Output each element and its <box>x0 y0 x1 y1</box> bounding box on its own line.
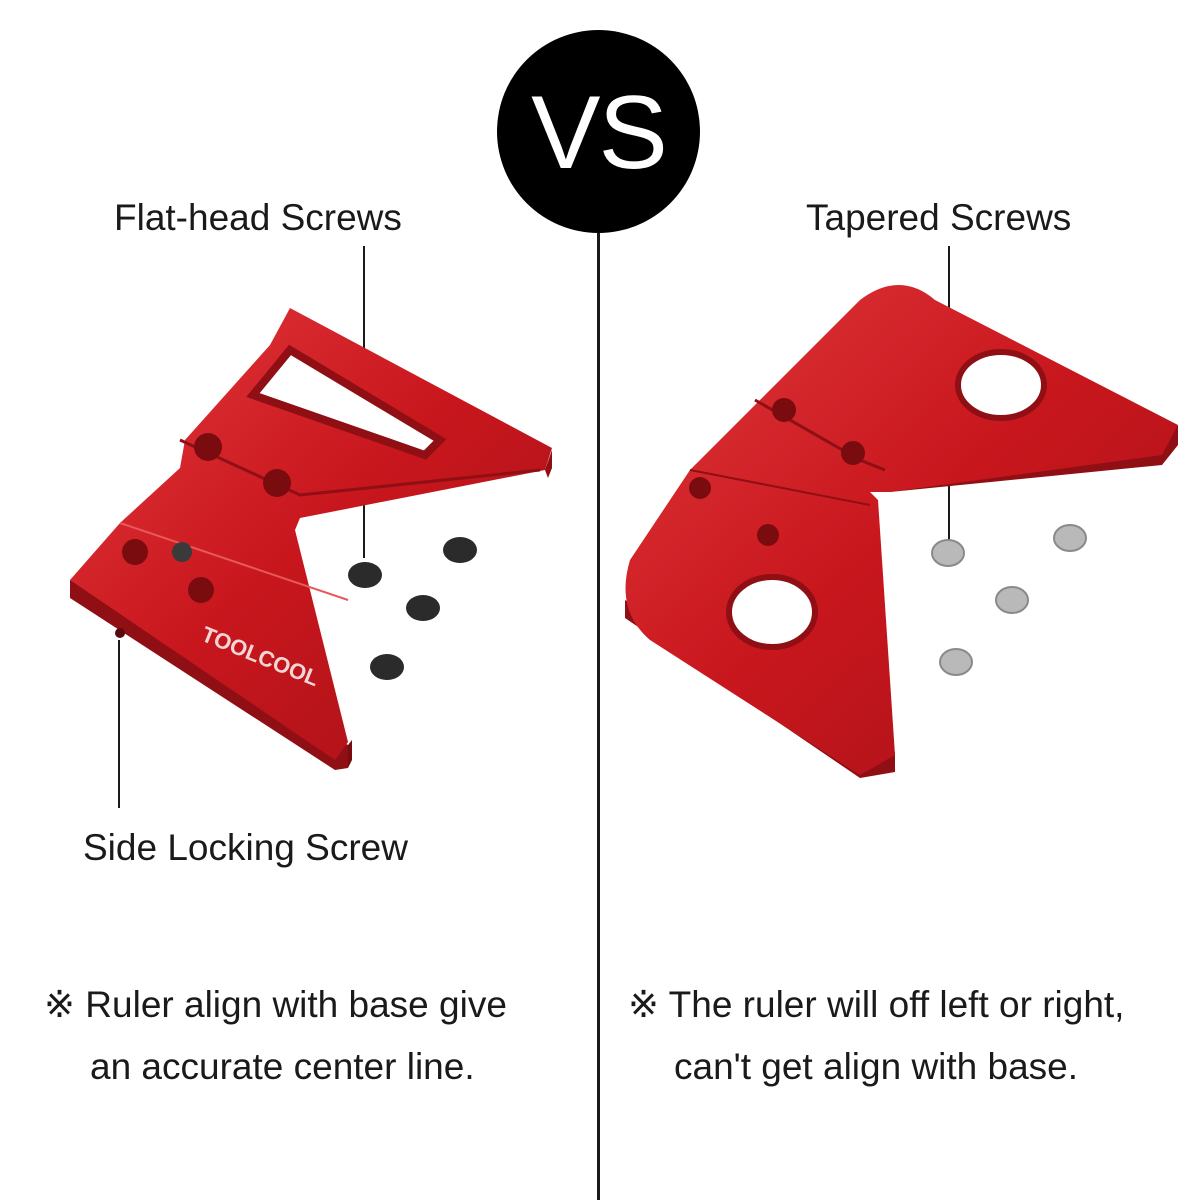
flat-head-screws-label: Flat-head Screws <box>114 197 402 238</box>
left-ruler-plate <box>70 308 552 760</box>
vs-badge: VS <box>497 30 700 233</box>
center-divider <box>597 233 600 1200</box>
left-note: ※ Ruler align with base give an accurate… <box>44 974 507 1098</box>
left-window-cutout <box>246 344 447 460</box>
right-top-hole <box>955 349 1047 421</box>
right-note-line1: The ruler will off left or right, <box>668 984 1125 1025</box>
right-note: ※ The ruler will off left or right, can'… <box>628 974 1124 1098</box>
left-ruler-base-image: TOOLCOOL <box>70 308 552 770</box>
right-note-symbol: ※ <box>628 984 660 1025</box>
tapered-screws <box>931 524 1087 676</box>
tapered-screws-label: Tapered Screws <box>806 197 1072 238</box>
right-bottom-hole <box>726 574 818 650</box>
left-note-symbol: ※ <box>44 984 76 1025</box>
side-locking-screw-leader <box>118 640 120 808</box>
right-note-line2: can't get align with base. <box>674 1046 1079 1087</box>
left-note-line1: Ruler align with base give <box>85 984 507 1025</box>
right-ruler-plate <box>625 285 1178 775</box>
right-ruler-base-image <box>625 285 1178 778</box>
flat-head-screws <box>348 537 477 680</box>
left-note-line2: an accurate center line. <box>90 1046 475 1087</box>
vs-text: VS <box>531 74 668 191</box>
side-locking-screw-label: Side Locking Screw <box>83 827 408 868</box>
